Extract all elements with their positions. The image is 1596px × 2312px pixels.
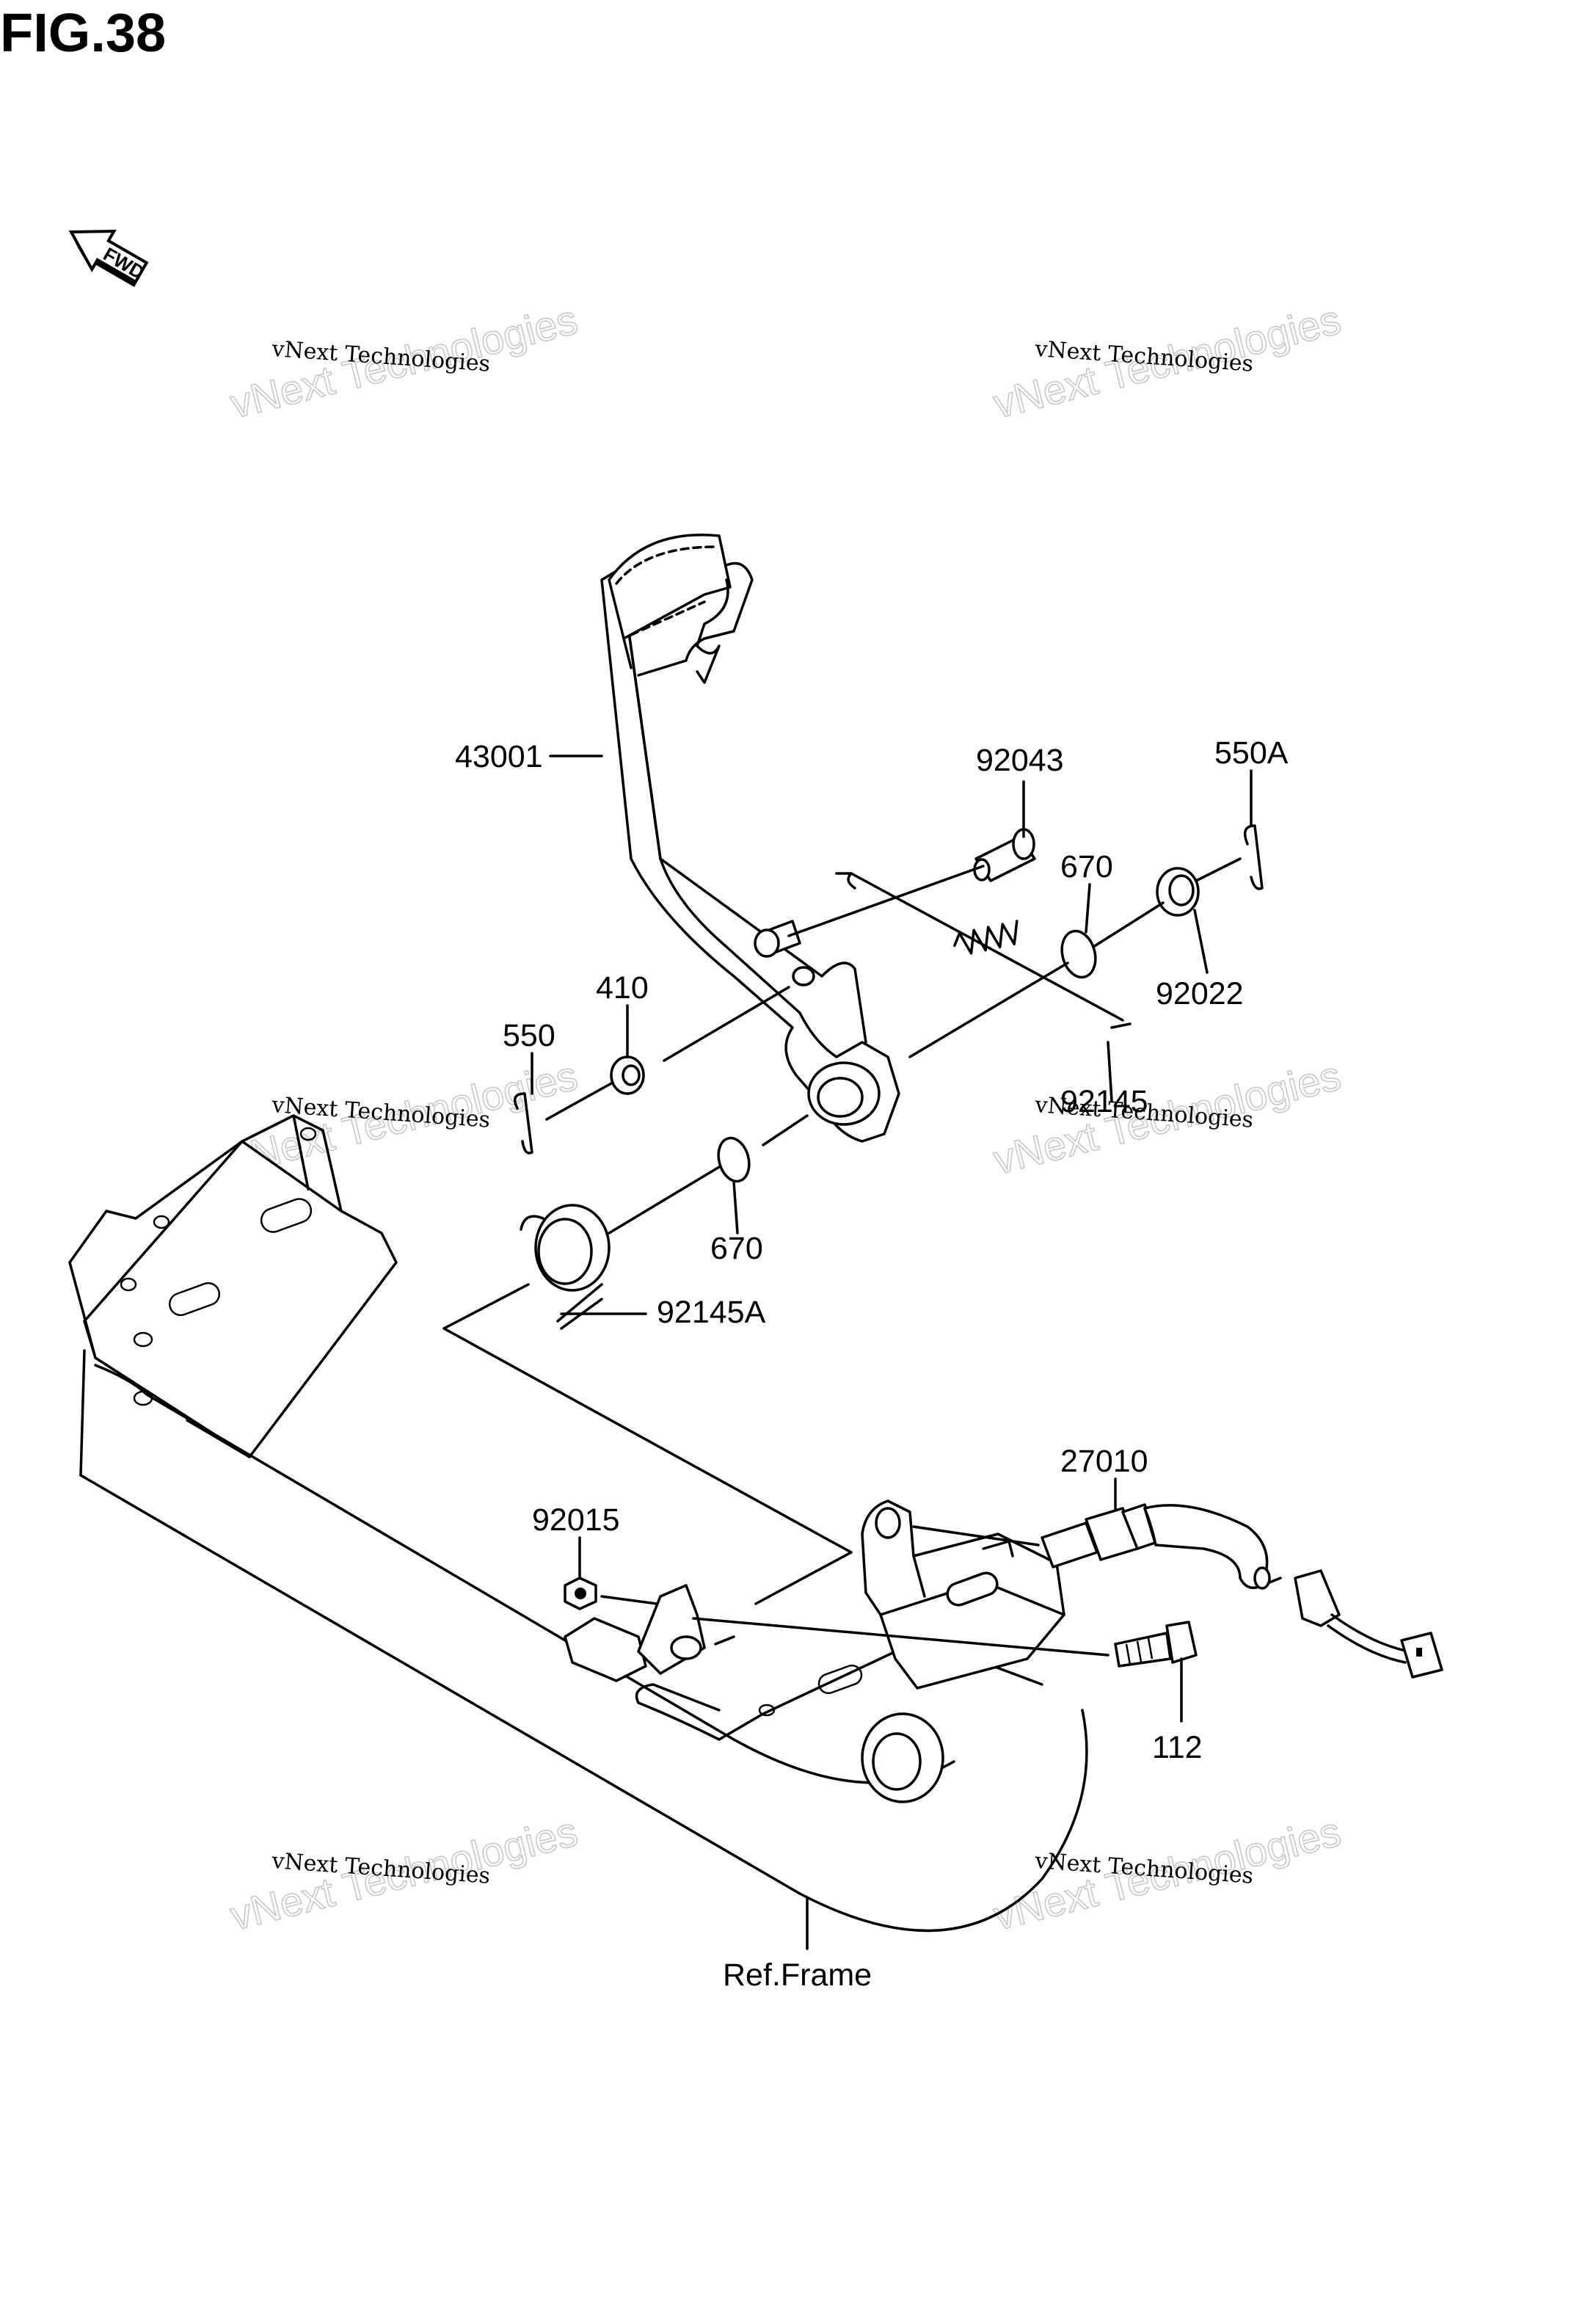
callout-550a: 550A bbox=[1214, 735, 1289, 771]
callout-410: 410 bbox=[596, 970, 649, 1006]
callout-43001: 43001 bbox=[455, 739, 543, 774]
callout-92015: 92015 bbox=[532, 1502, 620, 1538]
figure-title: FIG.38 bbox=[0, 2, 166, 63]
watermark: vNext Technologies vNext Technologies vN… bbox=[225, 295, 1346, 1939]
o-ring-part bbox=[1060, 929, 1097, 979]
cotter-pin-part bbox=[513, 1092, 533, 1155]
callout-92145a: 92145A bbox=[657, 1295, 766, 1330]
callout-27010: 27010 bbox=[1060, 1444, 1148, 1479]
callout-550: 550 bbox=[503, 1018, 555, 1053]
callout-92043: 92043 bbox=[976, 743, 1064, 778]
brake-switch-part bbox=[1041, 1503, 1443, 1679]
callout-670-upper: 670 bbox=[1060, 849, 1113, 884]
cotter-pin-part bbox=[1243, 824, 1264, 890]
pin-part bbox=[973, 828, 1036, 882]
callout-112: 112 bbox=[1152, 1730, 1203, 1765]
brake-pedal-part bbox=[600, 534, 900, 1143]
torsion-spring-part bbox=[520, 1204, 611, 1330]
bolt-part bbox=[1114, 1621, 1198, 1668]
callout-92022: 92022 bbox=[1156, 976, 1244, 1011]
callout-92145: 92145 bbox=[1060, 1084, 1148, 1119]
nut-part bbox=[564, 1577, 597, 1610]
washer-part bbox=[1156, 867, 1200, 917]
frame-part bbox=[68, 1114, 1088, 1933]
washer-part bbox=[610, 1055, 645, 1095]
assembly-lines bbox=[442, 755, 1253, 1950]
forward-arrow-icon: FWD bbox=[68, 229, 149, 288]
callout-670-lower: 670 bbox=[710, 1231, 763, 1266]
callout-ref-frame: Ref.Frame bbox=[723, 1957, 872, 1993]
o-ring-part bbox=[717, 1136, 751, 1183]
